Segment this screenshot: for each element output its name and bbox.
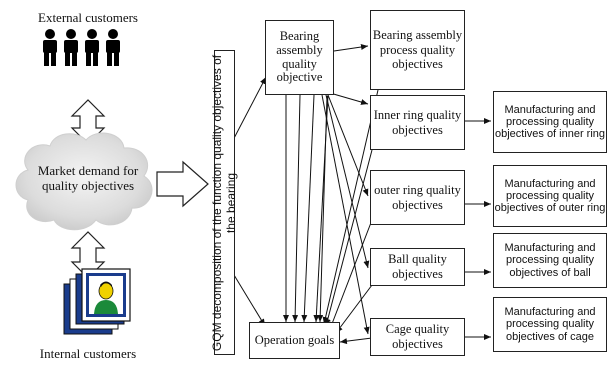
external-customers-icon	[43, 29, 120, 66]
mfg-ball-label: Manufacturing and processing quality obj…	[504, 242, 596, 279]
outer-ring-box: outer ring quality objectives	[370, 170, 465, 225]
mfg-inner-ring-box: Manufacturing and processing quality obj…	[493, 91, 607, 153]
operation-goals-label: Operation goals	[254, 333, 335, 347]
operation-goals-box: Operation goals	[249, 322, 340, 359]
internal-customers-label: Internal customers	[39, 346, 137, 361]
inner-ring-box: Inner ring quality objectives	[370, 95, 465, 150]
outer-ring-label: outer ring quality objectives	[374, 182, 461, 212]
double-arrow-icon	[70, 99, 106, 145]
mfg-ball-box: Manufacturing and processing quality obj…	[493, 233, 607, 288]
mfg-cage-label: Manufacturing and processing quality obj…	[504, 306, 596, 343]
market-demand-label: Market demand for quality objectives	[37, 163, 139, 193]
cage-box: Cage quality objectives	[370, 318, 465, 356]
mfg-inner-ring-label: Manufacturing and processing quality obj…	[494, 103, 606, 141]
mfg-outer-ring-box: Manufacturing and processing quality obj…	[493, 165, 607, 227]
bearing-assembly-process-label: Bearing assembly process quality objecti…	[372, 28, 463, 72]
right-arrow-icon	[156, 160, 209, 208]
mfg-cage-box: Manufacturing and processing quality obj…	[493, 297, 607, 352]
bearing-assembly-quality-objective-box: Bearing assembly quality objective	[265, 20, 334, 95]
cage-label: Cage quality objectives	[385, 322, 450, 351]
gqm-decomposition-label: GQM decomposition of the function qualit…	[209, 54, 238, 351]
bearing-assembly-quality-objective-label: Bearing assembly quality objective	[276, 29, 323, 85]
ball-box: Ball quality objectives	[370, 248, 465, 286]
inner-ring-label: Inner ring quality objectives	[373, 107, 462, 137]
mfg-outer-ring-label: Manufacturing and processing quality obj…	[494, 177, 606, 215]
double-arrow-icon	[70, 231, 106, 279]
external-customers-label: External customers	[38, 10, 138, 25]
bearing-assembly-process-box: Bearing assembly process quality objecti…	[370, 10, 465, 90]
gqm-decomposition-bar: GQM decomposition of the function qualit…	[210, 50, 238, 355]
cloud-icon	[15, 132, 153, 231]
internal-customers-icon	[63, 268, 131, 335]
ball-label: Ball quality objectives	[388, 252, 447, 281]
